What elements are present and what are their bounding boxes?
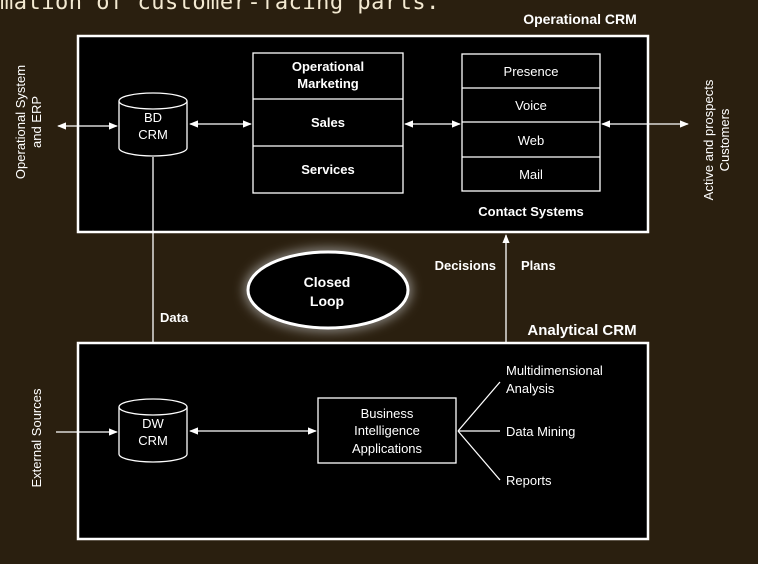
bi-label-2: Intelligence (354, 423, 420, 438)
channel-web: Web (518, 133, 545, 148)
channel-mail: Mail (519, 167, 543, 182)
channel-presence: Presence (504, 64, 559, 79)
channel-voice: Voice (515, 98, 547, 113)
branch-reports (457, 430, 501, 481)
branch-analysis (457, 381, 501, 432)
bd-crm-label-1: BD (144, 110, 162, 125)
left-label-line1: Operational System (13, 65, 28, 179)
output-data-mining: Data Mining (506, 424, 575, 439)
function-sales: Sales (311, 115, 345, 130)
bi-label-3: Applications (352, 441, 423, 456)
operational-functions-box: Operational Marketing Sales Services (252, 52, 404, 194)
operational-crm-title: Operational CRM (523, 11, 637, 27)
decisions-label: Decisions (435, 258, 496, 273)
function-marketing: Marketing (297, 76, 358, 91)
output-reports: Reports (506, 473, 552, 488)
function-services: Services (301, 162, 355, 177)
bd-crm-database: BD CRM (118, 92, 188, 157)
output-multidimensional: Multidimensional (506, 363, 603, 378)
left-label-line2: and ERP (29, 96, 44, 148)
output-analysis: Analysis (506, 381, 555, 396)
closed-loop-label-1: Closed (304, 274, 351, 290)
closed-loop-ellipse: Closed Loop (246, 250, 410, 330)
bi-applications-box: Business Intelligence Applications (317, 397, 457, 464)
function-operational: Operational (292, 59, 364, 74)
dw-crm-label-2: CRM (138, 433, 168, 448)
analytical-crm-title: Analytical CRM (527, 322, 636, 339)
data-label: Data (160, 310, 189, 325)
plans-label: Plans (521, 258, 556, 273)
dw-crm-database: DW CRM (118, 398, 188, 463)
external-sources-label: External Sources (29, 388, 44, 487)
dw-crm-label-1: DW (142, 416, 164, 431)
bd-crm-label-2: CRM (138, 127, 168, 142)
contact-systems-box: Presence Voice Web Mail (461, 53, 601, 192)
contact-systems-title: Contact Systems (478, 204, 583, 219)
top-caption: mation of customer-facing parts. (0, 0, 440, 15)
bi-label-1: Business (361, 406, 414, 421)
right-label-line2: Customers (717, 108, 732, 171)
right-label-line1: Active and prospects (701, 79, 716, 200)
closed-loop-label-2: Loop (310, 293, 344, 309)
